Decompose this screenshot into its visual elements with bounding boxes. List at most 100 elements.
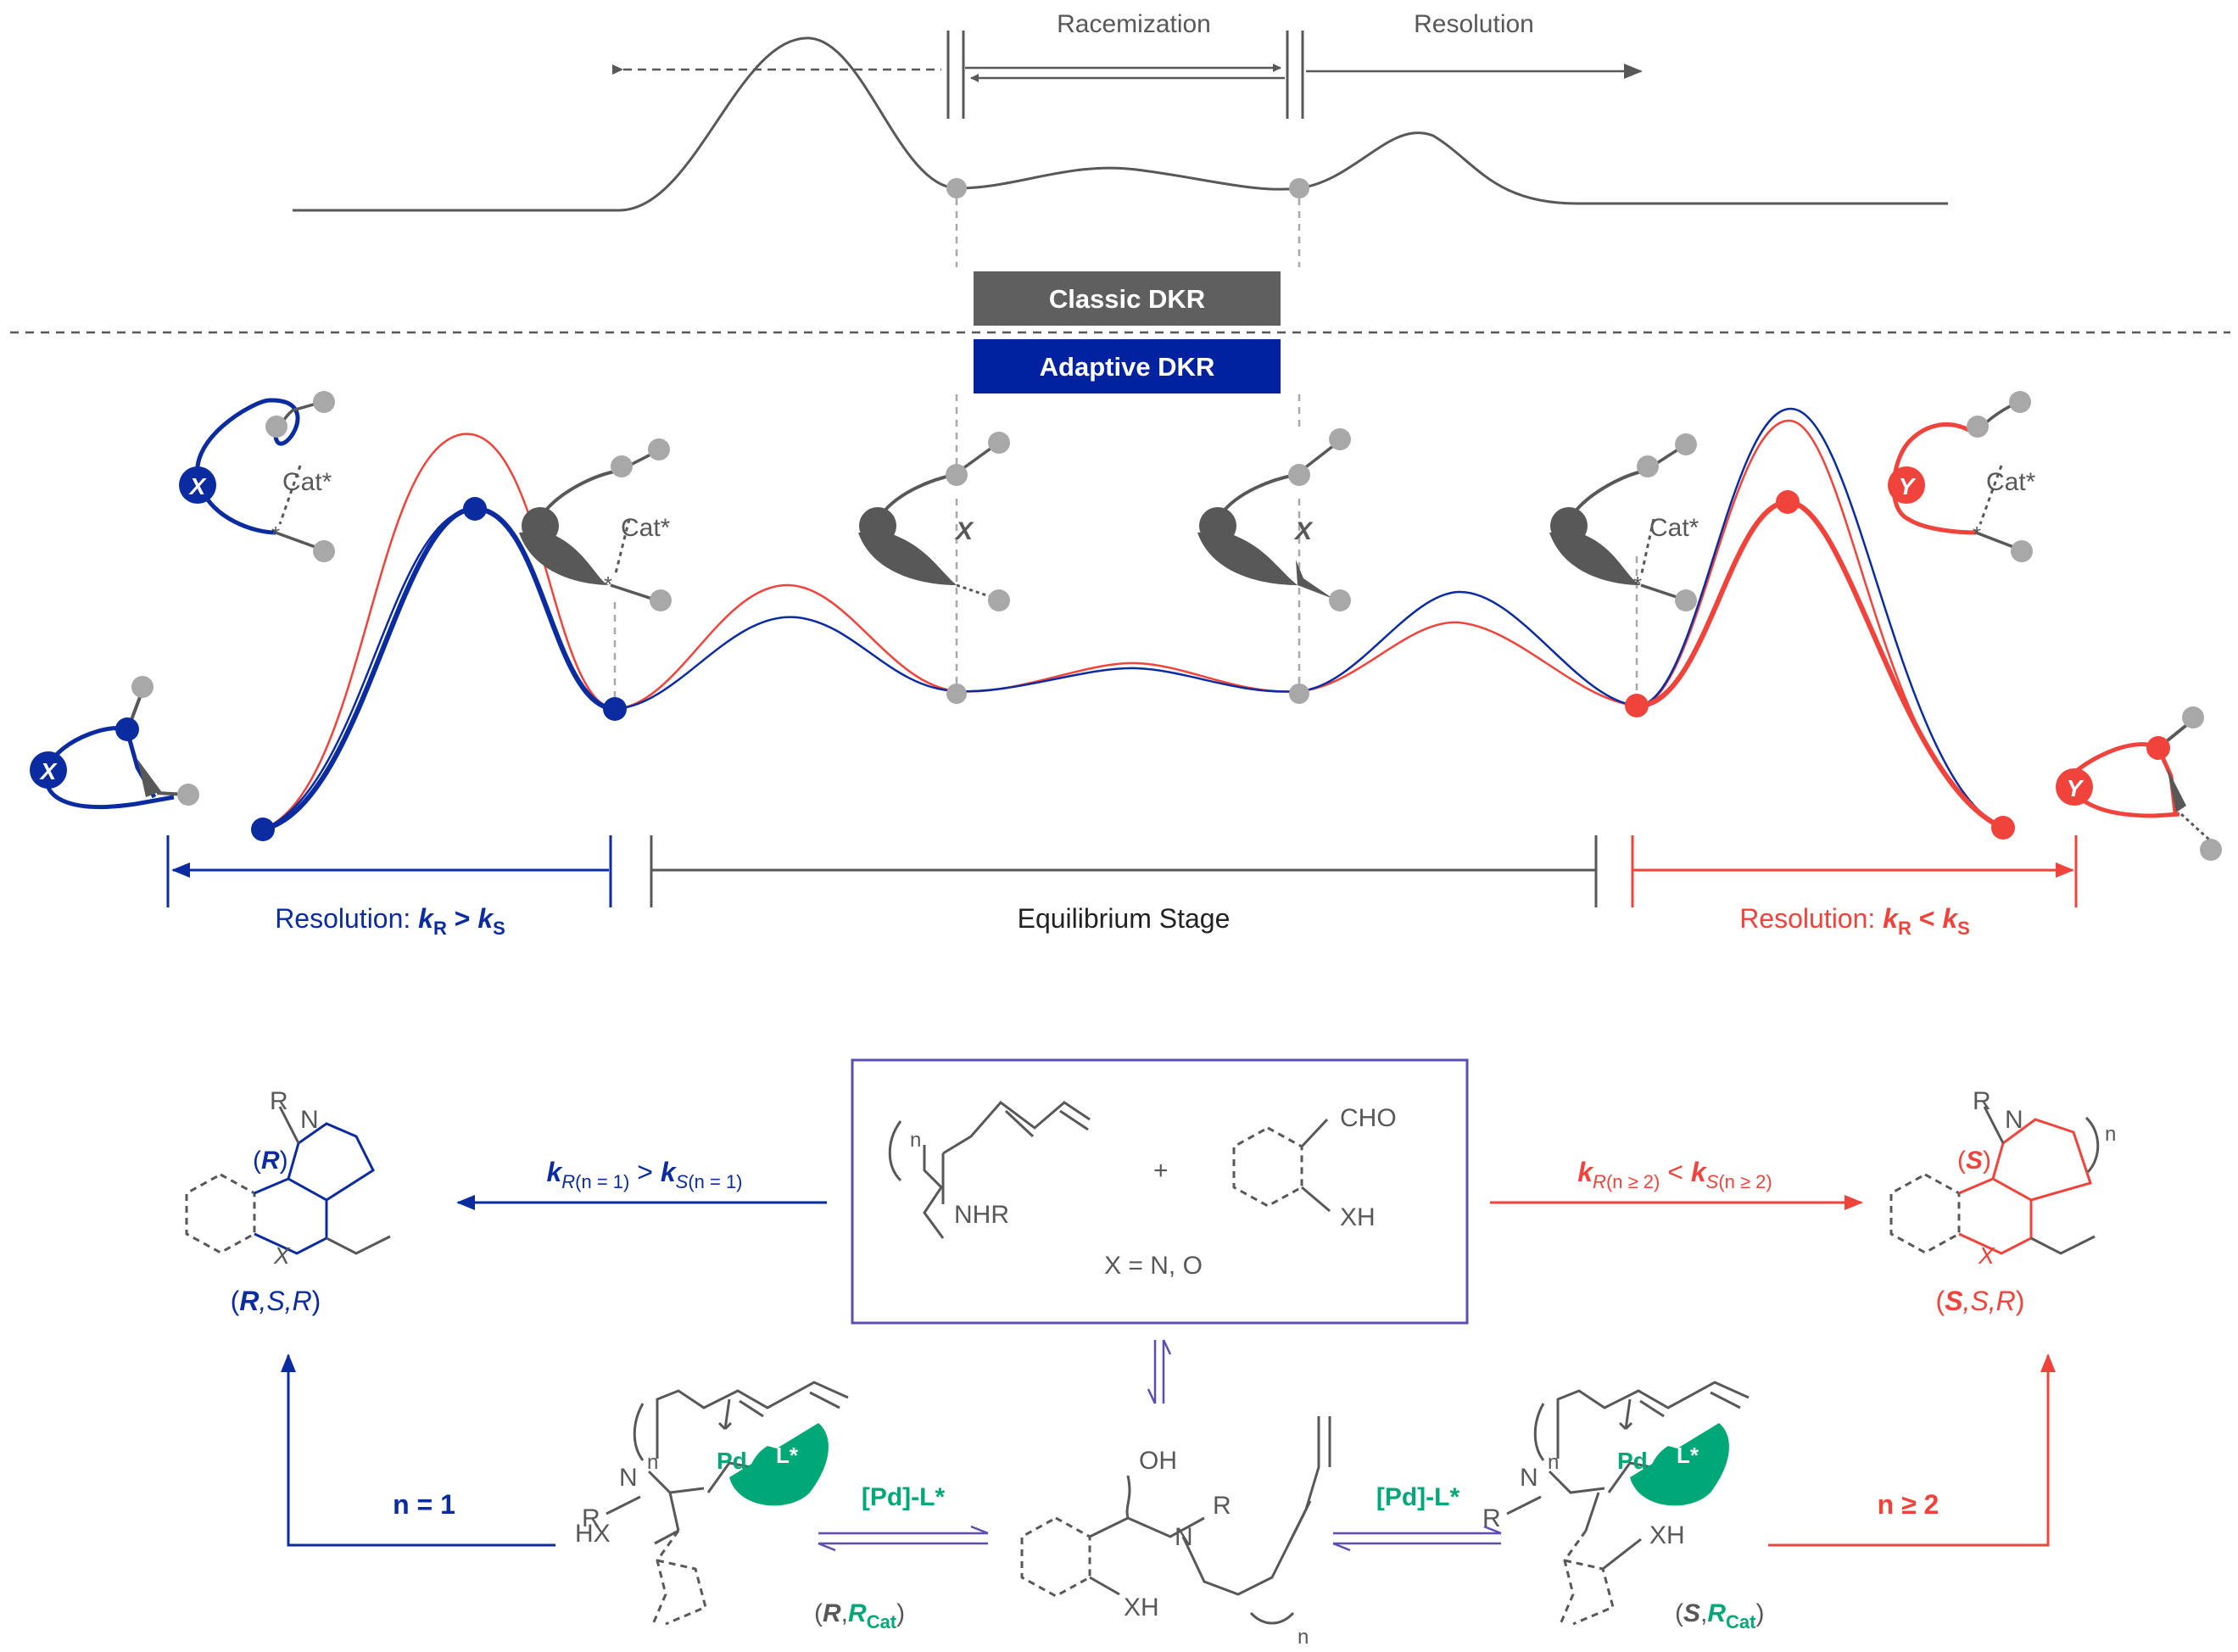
pd-l-left-label: [Pd]-L* — [862, 1483, 946, 1511]
right-complex-pd: Pd — [1617, 1448, 1648, 1474]
classic-dkr-box — [974, 271, 1281, 326]
racemization-label: Racemization — [1057, 10, 1211, 38]
left-product: R N (R) X (R,S,R) — [185, 1087, 391, 1316]
xh-label: XH — [1340, 1203, 1376, 1231]
blue-product-pictogram: X — [30, 676, 199, 809]
right-product-n-subscript: n — [2105, 1123, 2116, 1146]
gray-complex-left-pictogram: Cat* * — [519, 438, 672, 611]
right-product-x: X — [1978, 1242, 1995, 1269]
gray-complex-right-pictogram: Cat* * — [1549, 433, 1699, 611]
pd-equilibria: [Pd]-L* [Pd]-L* — [818, 1483, 1502, 1552]
left-product-n: N — [300, 1106, 319, 1134]
plus-sign: + — [1153, 1157, 1169, 1185]
enantiomer-left-x-label: X — [954, 517, 974, 545]
red-ts-star: * — [1973, 522, 1981, 547]
hemiaminal-n: N — [1175, 1523, 1193, 1551]
right-complex-config: (S,RCat) — [1675, 1599, 1764, 1632]
right-complex-l: L* — [1677, 1443, 1699, 1468]
cho-label: CHO — [1340, 1104, 1397, 1132]
n-ge-2-arrow — [1768, 1353, 2056, 1547]
equilibrium-node-right — [1289, 684, 1309, 704]
red-ts-cat-label: Cat* — [1986, 468, 2036, 496]
left-rate-label: kR(n = 1) > kS(n = 1) — [546, 1157, 742, 1192]
classic-energy-profile: Racemization Resolution — [293, 10, 1948, 212]
red-node-ts — [1776, 490, 1800, 514]
legend: Classic DKR Adaptive DKR — [974, 271, 1281, 393]
equilibrium-stage-label: Equilibrium Stage — [1018, 903, 1231, 934]
blue-product-x-label: X — [39, 758, 59, 784]
complex-left-star: * — [604, 572, 612, 597]
classic-dkr-label: Classic DKR — [1049, 284, 1205, 314]
hemiaminal-oh: OH — [1139, 1447, 1177, 1475]
blue-ts-x-label: X — [188, 473, 208, 500]
right-complex-r: R — [1482, 1504, 1501, 1532]
top-node-right — [1289, 178, 1309, 198]
blue-node-start — [251, 818, 275, 841]
reactant-n-subscript: n — [910, 1129, 921, 1152]
blue-node-ts — [463, 497, 487, 521]
enantiomer-right-x-label: X — [1293, 517, 1314, 545]
left-rate: kR(n = 1) > kS(n = 1) — [456, 1157, 827, 1210]
red-resolution-label: Resolution: kR < kS — [1739, 903, 1970, 939]
vertical-guides — [613, 198, 1638, 706]
ranges: Resolution: kR > kS Equilibrium Stage Re… — [166, 835, 2078, 939]
complex-right-star: * — [1633, 572, 1642, 597]
right-pd-complex: n N R XH Pd L* (S,RCat) — [1482, 1381, 1764, 1632]
n-eq-1-label: n = 1 — [393, 1489, 455, 1520]
left-complex-pd: Pd — [717, 1448, 747, 1474]
left-product-stereo: (R) — [253, 1147, 288, 1175]
top-node-left — [946, 178, 967, 198]
blue-thin-curve — [262, 407, 2004, 831]
red-product-pictogram: Y — [2056, 706, 2222, 861]
left-complex-l: L* — [776, 1443, 799, 1468]
pd-l-right-label: [Pd]-L* — [1376, 1483, 1460, 1511]
left-product-x: X — [273, 1242, 291, 1269]
complex-right-cat-label: Cat* — [1649, 514, 1699, 542]
hemiaminal-r: R — [1213, 1492, 1231, 1520]
hemiaminal-xh: XH — [1124, 1593, 1159, 1621]
adaptive-dkr-label: Adaptive DKR — [1040, 352, 1215, 382]
reactant-box: n NHR + CHO XH X = N, O — [851, 1058, 1469, 1325]
red-thin-curve — [262, 419, 2004, 831]
blue-ts-cat-label: Cat* — [282, 468, 332, 496]
blue-node-complex — [603, 697, 627, 721]
left-complex-r: R — [582, 1504, 600, 1532]
adaptive-energy-profile — [251, 407, 2015, 841]
hemiaminal-n-subscript: n — [1298, 1626, 1309, 1649]
red-ts-pictogram: Y Cat* * — [1888, 391, 2036, 562]
n-ge-2-label: n ≥ 2 — [1878, 1489, 1939, 1520]
nhr-label: NHR — [954, 1201, 1009, 1229]
left-product-config: (R,S,R) — [231, 1286, 321, 1316]
left-complex-n: N — [619, 1464, 638, 1492]
central-hemiaminal: OH N R XH n — [1020, 1416, 1331, 1649]
n-eq-1-arrow — [281, 1353, 555, 1547]
left-complex-hx: HX — [575, 1520, 611, 1548]
gray-enantiomer-left-pictogram: X — [858, 432, 1010, 611]
right-rate-label: kR(n ≥ 2) < kS(n ≥ 2) — [1577, 1157, 1772, 1192]
right-product-config: (S,S,R) — [1936, 1286, 2025, 1316]
blue-ts-star: * — [271, 522, 280, 547]
resolution-top-label: Resolution — [1414, 10, 1534, 38]
right-product: n R N (S) X (S,S,R) — [1889, 1087, 2116, 1316]
blue-resolution-label: Resolution: kR > kS — [275, 903, 505, 939]
right-rate: kR(n ≥ 2) < kS(n ≥ 2) — [1490, 1157, 1863, 1210]
red-node-end — [1991, 816, 2015, 840]
right-complex-xh: XH — [1649, 1521, 1685, 1549]
red-ts-y-label: Y — [1899, 473, 1917, 500]
left-complex-n-subscript: n — [647, 1451, 658, 1474]
equilibrium-node-left — [946, 684, 967, 704]
right-product-stereo: (S) — [1957, 1147, 1991, 1175]
left-pd-complex: n N R HX Pd L* (R,RCat) — [575, 1381, 905, 1632]
red-product-y-label: Y — [2067, 775, 2085, 801]
red-node-complex — [1625, 694, 1649, 717]
right-product-n: N — [2005, 1106, 2023, 1134]
gray-enantiomer-right-pictogram: X — [1197, 428, 1351, 611]
right-complex-n: N — [1520, 1464, 1538, 1492]
blue-ts-pictogram: X Cat* * — [179, 391, 335, 562]
box-equilibrium-arrows — [1147, 1339, 1172, 1404]
x-definition: X = N, O — [1104, 1252, 1203, 1280]
right-complex-n-subscript: n — [1548, 1451, 1559, 1474]
left-product-r: R — [270, 1087, 288, 1115]
right-product-r: R — [1973, 1087, 1991, 1115]
